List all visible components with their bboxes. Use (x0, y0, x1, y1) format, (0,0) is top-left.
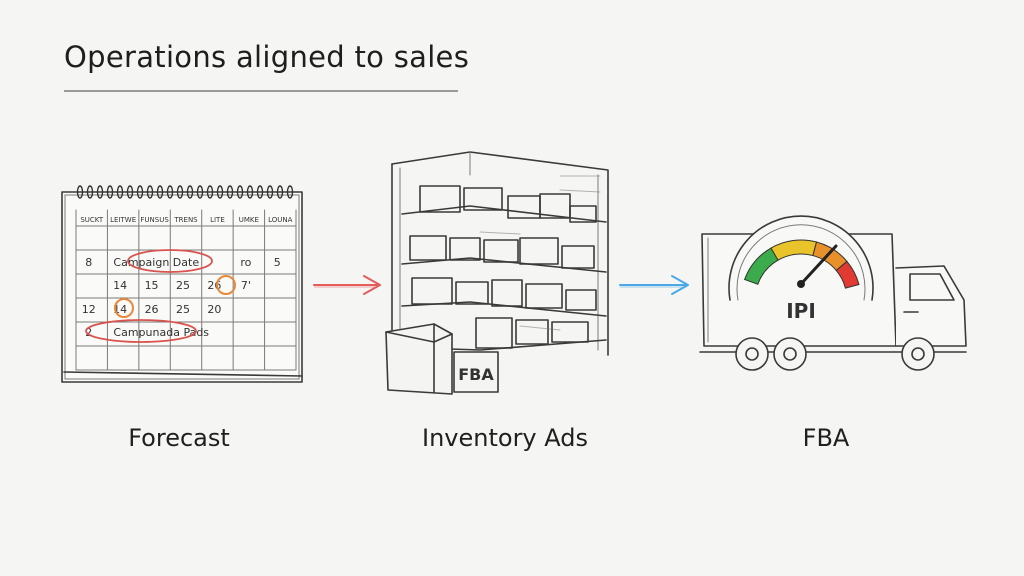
spiral-ring (256, 185, 264, 199)
spiral-ring (76, 185, 84, 199)
calendar-weekday: LOUNA (268, 216, 293, 224)
calendar-cell: 20 (207, 303, 221, 316)
spiral-ring (236, 185, 244, 199)
spiral-ring (246, 185, 254, 199)
gauge-label: IPI (786, 299, 816, 323)
spiral-ring (146, 185, 154, 199)
spiral-ring (96, 185, 104, 199)
spiral-ring (166, 185, 174, 199)
spiral-ring (126, 185, 134, 199)
calendar-cell: 25 (176, 303, 190, 316)
delivery-truck-icon: IPI (699, 215, 967, 371)
spiral-ring (216, 185, 224, 199)
truck-wheel (901, 337, 935, 371)
calendar-cell: 26 (145, 303, 159, 316)
calendar-cell: ro (240, 256, 251, 269)
spiral-ring (86, 185, 94, 199)
calendar-cell: 25 (176, 279, 190, 292)
calendar-cell: Campunada Pads (113, 326, 209, 339)
gauge-hub (797, 280, 805, 288)
calendar-cell: 12 (82, 303, 96, 316)
spiral-ring (286, 185, 294, 199)
truck-wheel (735, 337, 769, 371)
calendar-weekday: TRENS (173, 216, 198, 224)
date-circle-14 (114, 298, 134, 318)
truck-wheel (773, 337, 807, 371)
spiral-ring (136, 185, 144, 199)
date-circle-26 (216, 275, 236, 295)
warehouse-shelf-icon: FBA (385, 151, 609, 395)
gauge-band (835, 260, 860, 289)
spiral-ring (176, 185, 184, 199)
calendar-weekday-headers: SUCKT LEITWE FUNSUS TRENS LITE UMKE LOUNA (80, 216, 292, 224)
campaign-highlight-bottom (85, 319, 197, 343)
gauge-needle (799, 244, 838, 286)
calendar-weekday: UMKE (239, 216, 259, 224)
calendar-cell: 15 (145, 279, 159, 292)
spiral-ring (276, 185, 284, 199)
calendar-weekday: LEITWE (110, 216, 136, 224)
step-label-fba: FBA (802, 424, 850, 452)
calendar-weekday: LITE (210, 216, 225, 224)
arrow-forecast-to-inventory (313, 275, 381, 295)
step-label-inventory-ads: Inventory Ads (422, 424, 588, 452)
calendar-weekday: FUNSUS (140, 216, 169, 224)
spiral-ring (106, 185, 114, 199)
spiral-ring (186, 185, 194, 199)
spiral-ring (156, 185, 164, 199)
campaign-highlight-top (127, 249, 213, 273)
spiral-ring (116, 185, 124, 199)
step-label-forecast: Forecast (128, 424, 230, 452)
calendar-spiral (76, 185, 294, 199)
page-title: Operations aligned to sales (64, 40, 470, 74)
calendar-cell: 14 (113, 279, 127, 292)
calendar-cell: 2 (85, 326, 92, 339)
calendar-cell: 8 (85, 256, 92, 269)
spiral-ring (196, 185, 204, 199)
spiral-ring (266, 185, 274, 199)
ipi-gauge: IPI (728, 215, 874, 323)
arrow-inventory-to-fba (619, 275, 689, 295)
fba-box-label: FBA (458, 365, 494, 384)
gauge-color-bands (743, 239, 860, 289)
title-underline (64, 90, 458, 92)
calendar-cell: Campaign Date (113, 256, 199, 269)
calendar-weekday: SUCKT (80, 216, 104, 224)
spiral-ring (226, 185, 234, 199)
calendar-bottom-stroke (63, 371, 303, 377)
calendar-cell: 5 (274, 256, 281, 269)
spiral-ring (206, 185, 214, 199)
calendar-cell: 7' (241, 279, 251, 292)
